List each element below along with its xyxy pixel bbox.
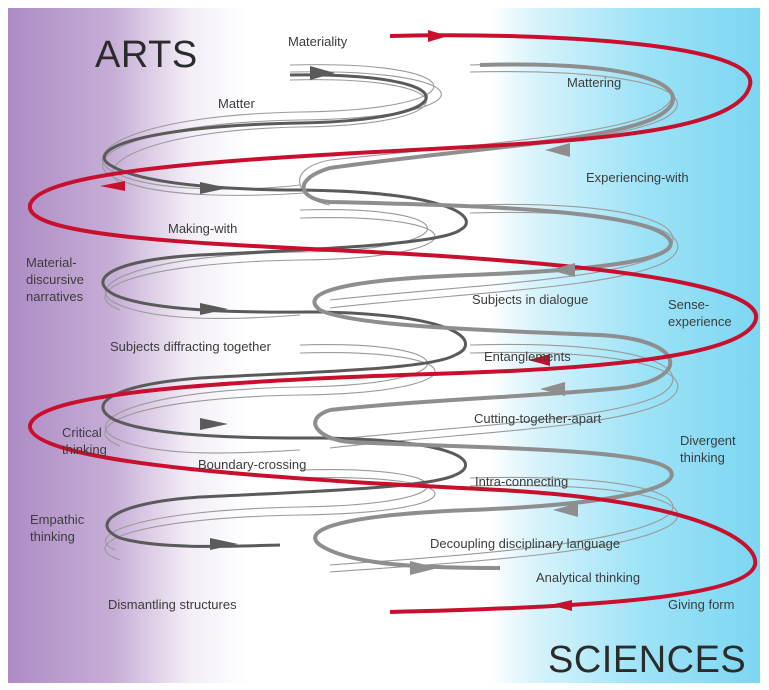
dark-coil: [105, 473, 456, 548]
sciences-heading: SCIENCES: [548, 639, 747, 681]
arrow-heads: [100, 30, 578, 611]
label-sense-experience: Sense- experience: [668, 297, 732, 329]
thin-coil: [104, 344, 429, 454]
label-experiencing-with: Experiencing-with: [586, 170, 689, 185]
thin-coil: [329, 484, 679, 573]
thin-coil: [329, 476, 674, 566]
thin-coil: [104, 217, 436, 311]
grey-coil: [313, 408, 674, 570]
thin-coil: [112, 79, 427, 184]
label-materiality: Materiality: [288, 34, 348, 49]
red-spiral: [27, 33, 759, 614]
label-critical-thinking: Critical thinking: [62, 425, 107, 457]
dark-coil: [102, 73, 468, 232]
label-matter: Matter: [218, 96, 255, 111]
grey-coil: [312, 273, 673, 412]
label-making-with: Making-with: [168, 221, 238, 236]
label-empathic-thinking: Empathic thinking: [30, 512, 85, 544]
label-subjects-in-dialogue: Subjects in dialogue: [472, 292, 589, 307]
thin-coil: [102, 64, 435, 190]
grey-coils: [301, 62, 675, 570]
dark-arrow-icon: [210, 538, 238, 550]
dark-arrow-icon: [310, 66, 335, 80]
grey-coil: [301, 62, 675, 277]
grey-arrow-icon: [553, 503, 578, 517]
arts-heading: ARTS: [95, 34, 198, 76]
label-analytical-thinking: Analytical thinking: [536, 570, 641, 585]
label-entanglements: Entanglements: [484, 349, 571, 364]
grey-arrow-icon: [545, 143, 570, 157]
label-boundary-crossing: Boundary-crossing: [198, 457, 307, 472]
grey-arrow-icon: [550, 263, 575, 277]
label-giving-form: Giving form: [668, 597, 735, 612]
red-spiral-path: [27, 33, 759, 614]
label-dismantling-structures: Dismantling structures: [108, 597, 237, 612]
thin-coil: [329, 351, 679, 449]
label-decoupling: Decoupling disciplinary language: [430, 536, 621, 551]
thin-coil: [329, 343, 674, 441]
red-arrow-icon: [428, 30, 448, 42]
red-arrow-icon: [550, 600, 572, 611]
label-intra-connecting: Intra-connecting: [475, 474, 569, 489]
grey-arrow-icon: [410, 561, 438, 575]
thin-coil: [102, 71, 442, 196]
dark-arrow-icon: [200, 182, 228, 194]
thin-coil: [104, 352, 436, 447]
label-subjects-diffracting: Subjects diffracting together: [110, 339, 271, 354]
red-arrow-icon: [528, 354, 550, 366]
thin-coil: [104, 209, 429, 320]
red-arrow-icon: [100, 181, 125, 191]
label-material-discursive: Material- discursive narratives: [26, 255, 84, 304]
dark-arrow-icon: [200, 418, 228, 430]
grey-arrow-icon: [540, 382, 565, 396]
label-mattering: Mattering: [567, 75, 622, 90]
thin-coils: [102, 63, 679, 573]
label-divergent-thinking: Divergent thinking: [680, 433, 736, 465]
dark-arrow-icon: [200, 303, 228, 315]
label-cutting-together-apart: Cutting-together-apart: [474, 411, 602, 426]
